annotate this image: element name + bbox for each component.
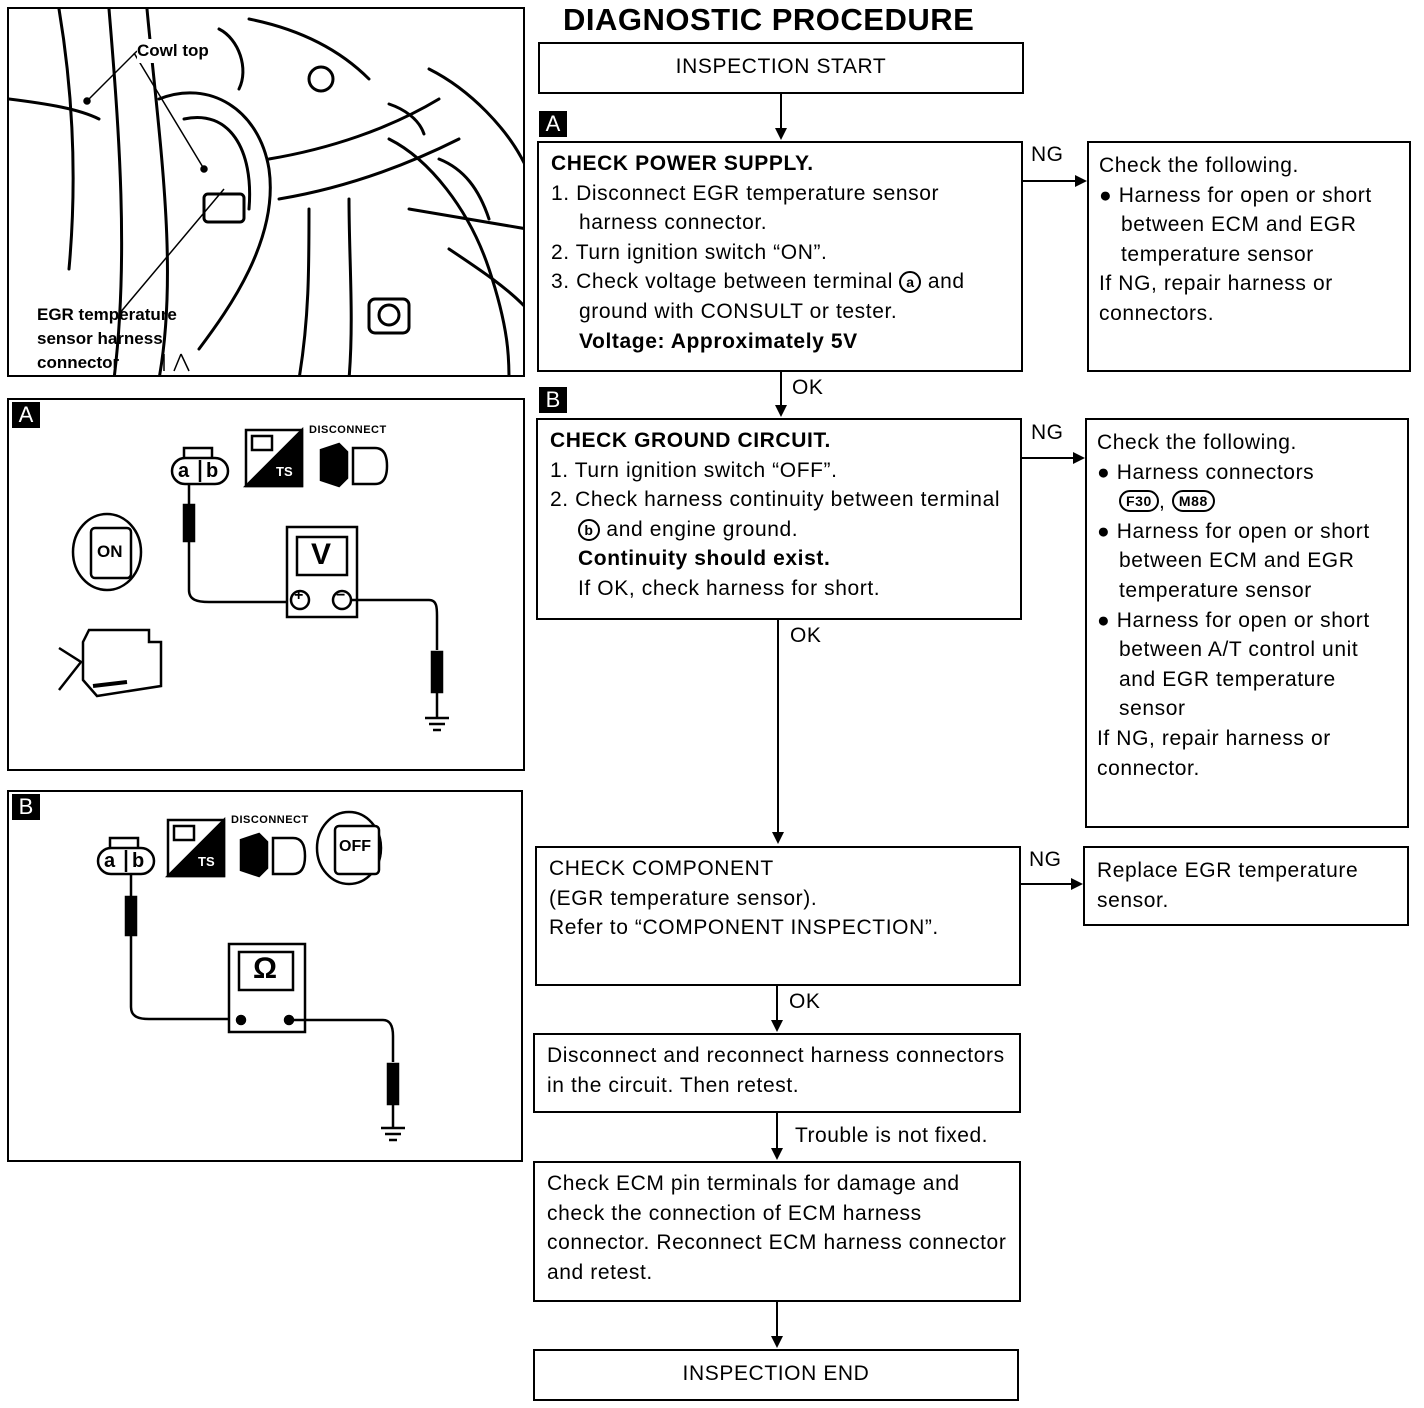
panel-b-ignition-off-label: OFF: [339, 838, 371, 855]
inspection-start-label: INSPECTION START: [675, 55, 887, 78]
check-ground-step-2-post: and engine ground.: [600, 517, 799, 541]
ng-power-head: Check the following.: [1099, 154, 1299, 177]
ok-label-ground: OK: [790, 624, 822, 648]
check-component-line-2: (EGR temperature sensor).: [549, 886, 818, 910]
cowl-top-label: Cowl top: [137, 39, 209, 63]
check-component-line-1: CHECK COMPONENT: [549, 857, 774, 880]
check-power-step-1: 1. Disconnect EGR temperature sensor har…: [551, 181, 940, 235]
check-ground-spec: Continuity should exist.: [578, 547, 831, 571]
reconnect-retest-box: Disconnect and reconnect harness connect…: [533, 1033, 1021, 1113]
check-power-step-2: 2. Turn ignition switch “ON”.: [551, 240, 828, 264]
ng-power-box: Check the following. ● Harness for open …: [1087, 141, 1411, 372]
panel-b-tag: B: [12, 794, 40, 820]
check-power-heading: CHECK POWER SUPPLY.: [551, 152, 814, 175]
ng-label-ground: NG: [1031, 421, 1064, 445]
ng-ground-bullet-1: ● Harness connectors: [1097, 460, 1315, 484]
panel-a-meter-label: V: [311, 538, 332, 571]
check-power-step-3-pre: 3. Check voltage between terminal: [551, 270, 900, 294]
panel-a-disconnect-label: DISCONNECT: [309, 424, 387, 436]
check-ground-heading: CHECK GROUND CIRCUIT.: [550, 429, 831, 452]
ng-ground-tail: If NG, repair harness or connector.: [1097, 726, 1331, 780]
check-ground-step-3: If OK, check harness for short.: [578, 576, 881, 600]
ng-ground-connectors: F30, M88: [1097, 487, 1399, 517]
panel-b-continuity-check: B a b Ω DISCONN: [7, 790, 523, 1162]
ng-power-tail: If NG, repair harness or connectors.: [1099, 272, 1333, 325]
check-power-spec: Voltage: Approximately 5V: [579, 329, 858, 353]
ng-ground-bullet-1-text: Harness connectors: [1116, 460, 1315, 484]
panel-a-engine-icon: [81, 628, 163, 698]
panel-a-terminal-a: a: [178, 460, 190, 482]
panel-a-plus-label: +: [294, 587, 304, 604]
panel-a-terminal-b: b: [206, 460, 219, 482]
ng-ground-head: Check the following.: [1097, 431, 1297, 454]
ng-ground-bullet-3-text: Harness for open or short between A/T co…: [1116, 608, 1370, 721]
check-ground-circuit-box: CHECK GROUND CIRCUIT. 1. Turn ignition s…: [536, 418, 1022, 620]
egr-sensor-connector-label: EGR temperature sensor harness connector: [37, 305, 177, 372]
ng-power-bullet-1-text: Harness for open or short between ECM an…: [1118, 183, 1372, 266]
panel-b-disconnect-label: DISCONNECT: [231, 814, 309, 826]
ng-ground-bullet-2-text: Harness for open or short between ECM an…: [1116, 519, 1370, 602]
ok-label-power: OK: [792, 376, 824, 400]
inspection-end-box: INSPECTION END: [533, 1349, 1019, 1401]
engine-photo-panel: Cowl top EGR temperature sensor harness …: [7, 7, 525, 377]
panel-a-diagram: [58, 426, 449, 732]
page-title: DIAGNOSTIC PROCEDURE: [563, 2, 975, 37]
ng-label-power: NG: [1031, 143, 1064, 167]
step-b-tag: B: [539, 387, 567, 413]
panel-b-ts-label: TS: [198, 854, 215, 869]
panel-a-voltage-check: A: [7, 398, 525, 771]
check-power-supply-box: CHECK POWER SUPPLY. 1. Disconnect EGR te…: [537, 141, 1023, 372]
connector-m88-badge: M88: [1171, 490, 1215, 513]
reconnect-retest-text: Disconnect and reconnect harness connect…: [547, 1044, 1005, 1097]
check-power-step-3-post: and ground with CONSULT or tester.: [579, 270, 965, 323]
panel-b-meter-label: Ω: [253, 952, 278, 985]
check-ground-step-1: 1. Turn ignition switch “OFF”.: [550, 458, 838, 482]
panel-b-diagram: [96, 810, 405, 1142]
panel-b-disconnect-icon: [239, 832, 269, 878]
check-component-line-3: Refer to “COMPONENT INSPECTION”.: [549, 916, 939, 940]
terminal-a-marker: a: [899, 271, 922, 294]
ng-ground-bullet-2: ● Harness for open or short between ECM …: [1097, 519, 1370, 602]
panel-a-ts-label: TS: [276, 464, 293, 479]
check-ground-step-2-pre: 2. Check harness continuity between term…: [550, 488, 1001, 512]
ok-label-component: OK: [789, 990, 821, 1014]
ng-ground-box: Check the following. ● Harness connector…: [1085, 418, 1409, 828]
panel-b-terminal-b: b: [132, 850, 145, 872]
check-power-step-3: 3. Check voltage between terminal a and …: [551, 267, 1011, 326]
inspection-end-label: INSPECTION END: [682, 1362, 870, 1385]
panel-a-ignition-on-label: ON: [97, 542, 123, 561]
panel-a-minus-label: −: [336, 587, 346, 604]
step-a-tag: A: [539, 111, 567, 137]
inspection-start-box: INSPECTION START: [538, 42, 1024, 94]
panel-a-plus-terminal: [289, 589, 311, 611]
ng-component-box: Replace EGR temperature sensor.: [1083, 846, 1409, 926]
panel-b-terminal-a: a: [104, 850, 116, 872]
ecm-check-box: Check ECM pin terminals for damage and c…: [533, 1161, 1021, 1302]
panel-a-disconnect-icon: [319, 442, 349, 488]
ecm-check-text: Check ECM pin terminals for damage and c…: [547, 1172, 1007, 1284]
connector-separator: ,: [1158, 490, 1172, 514]
ng-component-text: Replace EGR temperature sensor.: [1097, 859, 1359, 912]
check-ground-step-2: 2. Check harness continuity between term…: [550, 485, 1010, 544]
panel-a-tag: A: [12, 402, 40, 428]
trouble-not-fixed-label: Trouble is not fixed.: [795, 1124, 988, 1148]
connector-f30-badge: F30: [1119, 490, 1159, 513]
check-component-box: CHECK COMPONENT (EGR temperature sensor)…: [535, 846, 1021, 986]
ng-label-component: NG: [1029, 848, 1062, 872]
terminal-b-marker: b: [578, 518, 600, 541]
ng-ground-bullet-3: ● Harness for open or short between A/T …: [1097, 608, 1370, 721]
ng-power-bullet-1: ● Harness for open or short between ECM …: [1099, 183, 1372, 266]
